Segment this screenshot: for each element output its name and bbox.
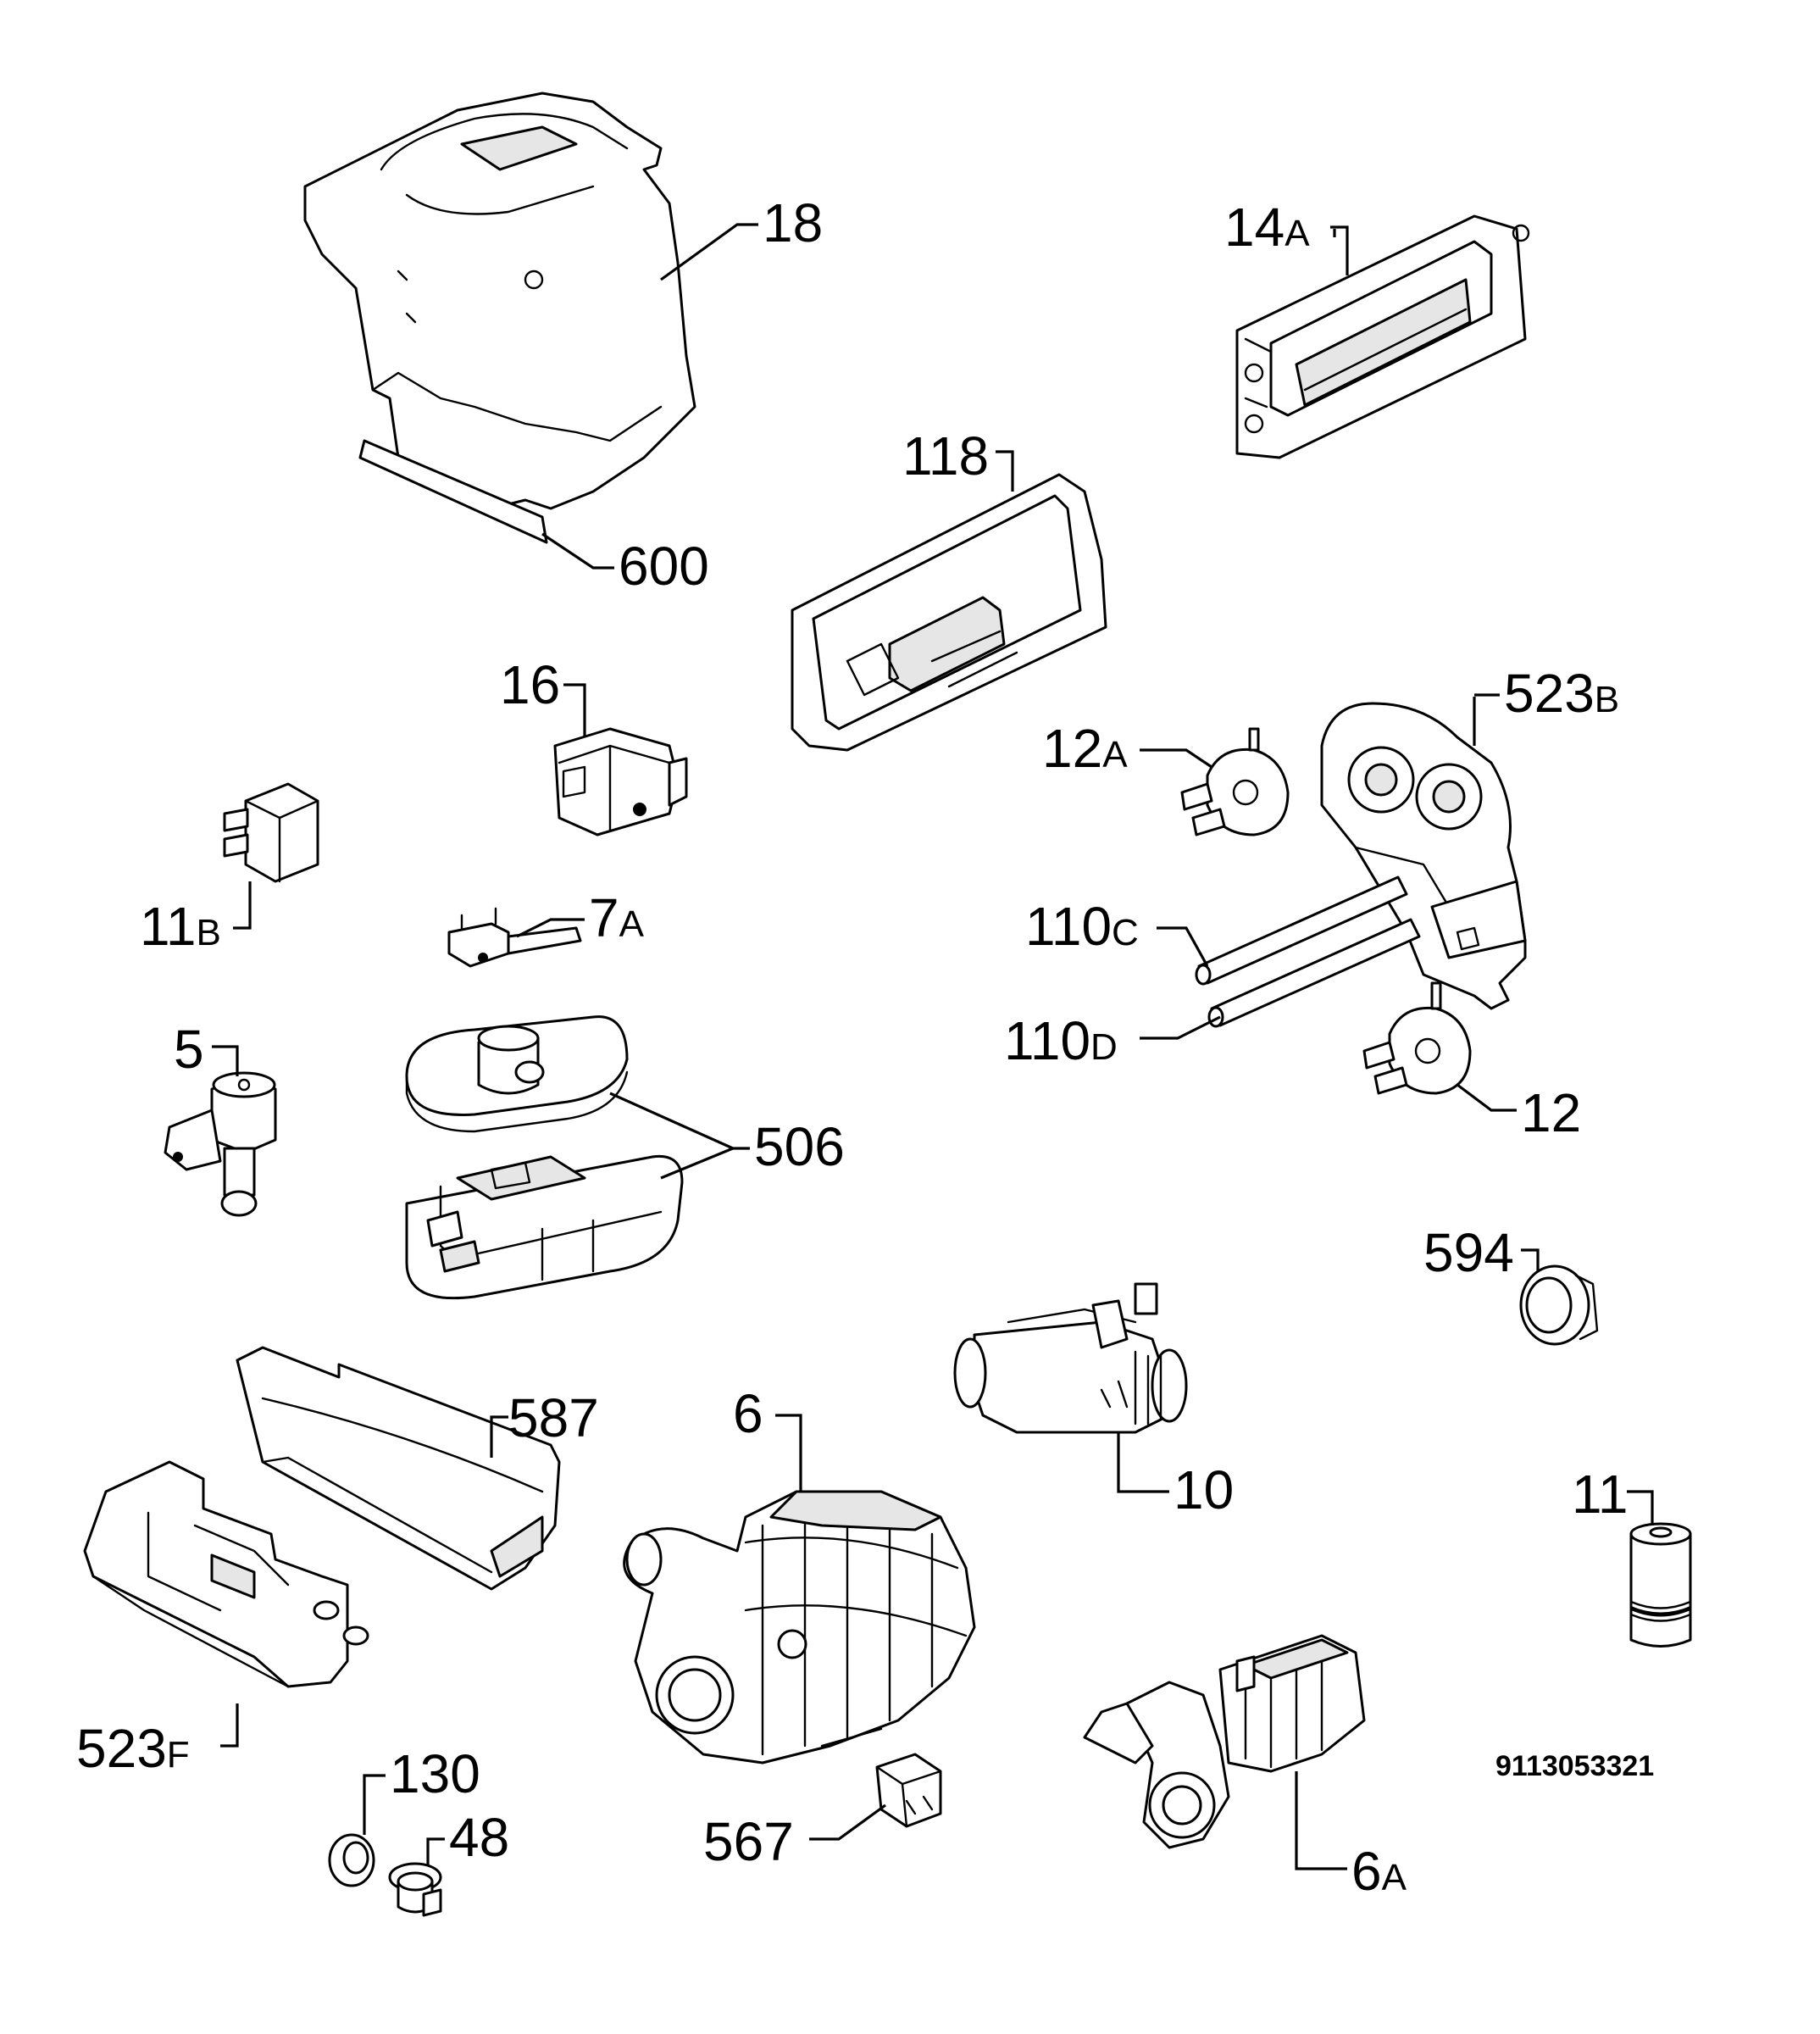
- part-14a-control-board: [1235, 214, 1530, 459]
- label-130: 130: [390, 1743, 480, 1804]
- leader-110d: [1140, 1015, 1221, 1040]
- label-48: 48: [449, 1807, 509, 1868]
- label-118: 118: [902, 425, 989, 486]
- label-12: 12: [1521, 1082, 1581, 1143]
- leader-7a: [516, 918, 585, 938]
- label-567: 567: [703, 1811, 794, 1872]
- part-594-ring: [1519, 1264, 1599, 1346]
- label-18: 18: [763, 192, 823, 253]
- part-523f-bracket: [83, 1460, 369, 1688]
- leader-587: [490, 1415, 508, 1458]
- part-7a-float-switch: [447, 907, 582, 968]
- leader-12: [1457, 1083, 1517, 1112]
- part-6-circulation-pump: [623, 1490, 976, 1764]
- part-506-lower-tank: [405, 1154, 684, 1300]
- label-110d: 110D: [1004, 1010, 1118, 1071]
- part-523b-sump: [1320, 702, 1527, 1010]
- label-11b: 11B: [140, 896, 221, 957]
- label-523f: 523F: [76, 1718, 190, 1779]
- label-6: 6: [733, 1383, 763, 1444]
- part-130-gasket: [328, 1833, 375, 1887]
- leader-6a: [1295, 1771, 1347, 1870]
- part-110c-hose: [1195, 875, 1408, 986]
- leader-567: [809, 1803, 886, 1841]
- leader-118: [996, 450, 1014, 492]
- part-11-capacitor: [1629, 1522, 1692, 1648]
- leader-11: [1627, 1490, 1654, 1526]
- label-6a: 6A: [1351, 1841, 1407, 1902]
- label-506: 506: [754, 1116, 845, 1177]
- part-5-inlet-valve: [164, 1071, 277, 1217]
- part-118-control-panel: [791, 473, 1107, 752]
- label-16: 16: [500, 654, 560, 715]
- leader-14a-hook: [1330, 225, 1349, 275]
- label-594: 594: [1423, 1222, 1514, 1283]
- leader-506-bottom: [660, 1147, 734, 1180]
- label-14a: 14A: [1224, 197, 1310, 258]
- part-567-clip: [875, 1753, 942, 1828]
- part-labels: 18 14A 600 118 16 523B 12A 11B 7A 110C 1…: [76, 192, 1628, 1902]
- label-11: 11: [1572, 1464, 1628, 1525]
- part-16-switch: [553, 727, 688, 836]
- drawing-code: 9113053321: [1495, 1750, 1654, 1782]
- label-523b: 523B: [1504, 663, 1619, 724]
- label-5: 5: [174, 1019, 204, 1080]
- leader-110c: [1157, 926, 1209, 967]
- part-6a-drain-pump: [1083, 1634, 1366, 1849]
- label-587: 587: [508, 1387, 599, 1448]
- leader-5: [212, 1045, 239, 1076]
- part-506-upper-cover: [405, 1015, 629, 1133]
- label-10: 10: [1174, 1459, 1234, 1520]
- part-10-heater: [953, 1282, 1188, 1434]
- leader-12a: [1140, 748, 1212, 769]
- leader-18: [660, 223, 758, 281]
- part-12a-pressure-switch: [1180, 727, 1290, 836]
- leader-lines: [212, 223, 1654, 1870]
- leader-10: [1117, 1432, 1169, 1493]
- part-18-air-duct: [303, 92, 696, 544]
- part-48-plug: [388, 1862, 442, 1917]
- leader-600: [541, 532, 614, 570]
- leader-130: [363, 1774, 386, 1835]
- label-110c: 110C: [1025, 896, 1139, 957]
- part-587-container: [236, 1346, 561, 1591]
- leader-594: [1521, 1248, 1540, 1271]
- label-12a: 12A: [1042, 718, 1128, 779]
- leader-48: [426, 1837, 445, 1864]
- leader-11b: [233, 881, 252, 930]
- part-11b-relay: [223, 782, 319, 883]
- label-600: 600: [619, 536, 709, 597]
- leader-16: [563, 683, 586, 737]
- leader-506-top: [609, 1092, 750, 1150]
- part-12-pressure-switch: [1362, 981, 1472, 1095]
- label-7a: 7A: [589, 887, 645, 948]
- leader-6: [775, 1414, 802, 1492]
- leader-523f: [220, 1703, 239, 1748]
